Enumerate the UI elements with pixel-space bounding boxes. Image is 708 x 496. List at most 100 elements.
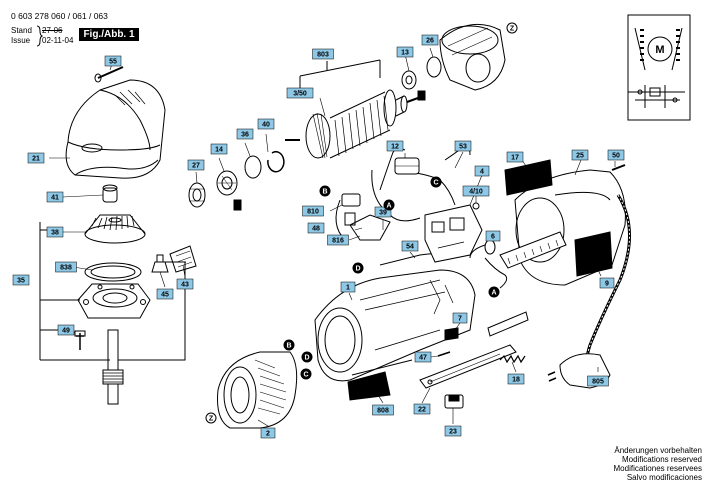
svg-text:3/50: 3/50 [293, 91, 307, 98]
connector-letter-d: D [352, 262, 364, 274]
spring-18 [499, 354, 526, 364]
part-label-53: 53 [454, 140, 472, 152]
svg-text:B: B [322, 189, 327, 196]
svg-text:816: 816 [332, 238, 344, 245]
part-label-26: 26 [421, 34, 439, 46]
bearing-14 [216, 170, 238, 196]
screw-55 [94, 66, 124, 83]
part-label-808: 808 [372, 404, 394, 416]
svg-text:D: D [355, 266, 360, 273]
armature [285, 89, 419, 159]
stand-label: Stand [11, 26, 32, 35]
connector-letter-b: B [319, 185, 331, 197]
connector-letter-a: A [488, 286, 500, 298]
footer-line-3: Modificationes reservees [613, 464, 702, 473]
svg-text:4/10: 4/10 [469, 189, 483, 196]
connector-letter-c: C [430, 176, 442, 188]
svg-text:4: 4 [480, 169, 484, 176]
svg-text:21: 21 [32, 156, 40, 163]
lock-button-45 [151, 254, 169, 273]
svg-text:6: 6 [491, 234, 495, 241]
svg-text:808: 808 [377, 408, 389, 415]
connector-letter-a: A [383, 199, 395, 211]
slider-22 [419, 344, 517, 389]
stand-value: 27-06 [42, 26, 63, 35]
part-label-2: 2 [260, 427, 276, 439]
part-label-48: 48 [307, 222, 325, 234]
circlip-40 [267, 151, 285, 173]
svg-text:838: 838 [60, 265, 72, 272]
svg-text:C: C [433, 180, 438, 187]
svg-text:54: 54 [406, 244, 414, 251]
part-label-39: 39 [374, 206, 392, 218]
part-label-4-10: 4/10 [462, 185, 490, 197]
part-label-12: 12 [386, 140, 404, 152]
motor-symbol: M [655, 44, 664, 56]
field-coil-2 [217, 351, 298, 429]
footer-line-1: Änderungen vorbehalten [614, 446, 702, 455]
part-label-54: 54 [401, 240, 419, 252]
svg-text:D: D [304, 355, 309, 362]
part-label-18: 18 [507, 373, 525, 385]
svg-text:18: 18 [512, 377, 520, 384]
part-label-838: 838 [55, 261, 77, 273]
key-part [233, 199, 242, 211]
svg-text:43: 43 [181, 282, 189, 289]
svg-text:12: 12 [391, 144, 399, 151]
terminal-6 [484, 239, 496, 255]
part-label-50: 50 [607, 149, 625, 161]
doc-number: 0 603 278 060 / 061 / 063 [11, 11, 108, 21]
part-label-21: 21 [27, 152, 45, 164]
part-label-810: 810 [302, 205, 324, 217]
part-label-1: 1 [340, 281, 356, 293]
footer-line-2: Modifications reserved [621, 455, 702, 464]
part-label-43: 43 [176, 278, 194, 290]
svg-text:26: 26 [426, 38, 434, 45]
gear-head-housing [65, 79, 166, 179]
svg-text:35: 35 [17, 278, 25, 285]
bearing-13 [401, 70, 417, 90]
part-label-9: 9 [599, 277, 615, 289]
spacer-41 [102, 184, 118, 203]
part-label-6: 6 [485, 230, 501, 242]
spindle-lock-43 [169, 245, 197, 273]
connector-letter-z: Z [506, 22, 518, 34]
svg-text:25: 25 [576, 153, 584, 160]
part-label-41: 41 [46, 191, 64, 203]
svg-text:2: 2 [266, 431, 270, 438]
svg-text:49: 49 [62, 328, 70, 335]
switch-4 [424, 204, 483, 263]
part-label-14: 14 [210, 143, 228, 155]
wiring-schematic [627, 14, 691, 121]
svg-text:55: 55 [109, 59, 117, 66]
svg-text:Z: Z [209, 416, 214, 423]
svg-text:A: A [386, 203, 391, 210]
part-label-35: 35 [12, 274, 30, 286]
bevel-gear-38 [84, 214, 146, 244]
part-7 [444, 327, 459, 341]
svg-text:13: 13 [401, 50, 409, 57]
svg-text:A: A [491, 290, 496, 297]
connector-letter-b: B [283, 339, 295, 351]
issue-value: 02-11-04 [42, 36, 74, 45]
footer-line-4: Salvo modificaciones [626, 473, 702, 482]
svg-text:39: 39 [379, 210, 387, 217]
part-label-38: 38 [46, 226, 64, 238]
svg-text:40: 40 [262, 122, 270, 129]
svg-text:22: 22 [418, 407, 426, 414]
gasket-35 [84, 262, 142, 282]
part-label-3-50: 3/50 [286, 87, 314, 99]
part-label-25: 25 [571, 149, 589, 161]
fan-baffle-29 [439, 23, 506, 91]
svg-text:41: 41 [51, 195, 59, 202]
svg-text:B: B [286, 343, 291, 350]
svg-text:27: 27 [192, 163, 200, 170]
svg-text:17: 17 [511, 155, 519, 162]
part-label-40: 40 [257, 118, 275, 130]
svg-text:53: 53 [459, 144, 467, 151]
figure-title: Fig./Abb. 1 [79, 28, 139, 41]
connector-letter-c: C [300, 368, 312, 380]
svg-text:38: 38 [51, 230, 59, 237]
svg-text:7: 7 [458, 316, 462, 323]
